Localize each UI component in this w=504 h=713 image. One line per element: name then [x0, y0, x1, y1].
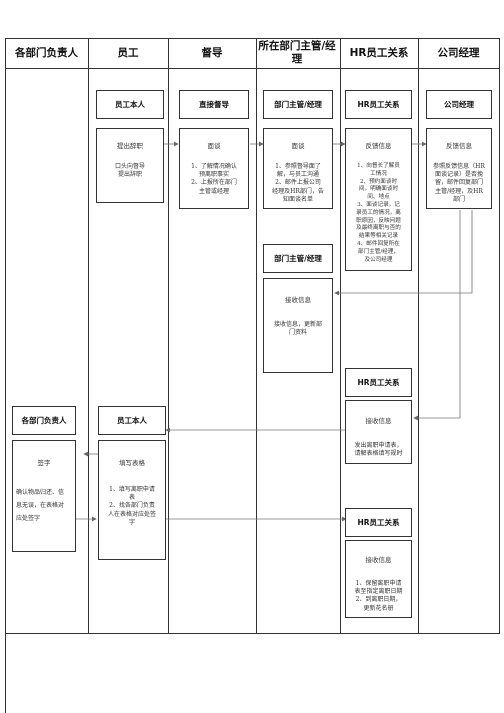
card-employee-fill-form: 员工本人 填写表格 1、填写离职申请 表 2、找各部门负责 人在表格对应处签 字	[98, 406, 166, 561]
card-note: 1、向督长了解员 工情况 2、预约面谈时 间，明确面谈时 间、地点 3、面谈记录…	[345, 159, 412, 271]
card-action-box[interactable]: 面谈	[179, 128, 249, 161]
card-role-title: 员工本人	[96, 90, 164, 119]
lane-divider	[88, 38, 89, 634]
lane-header-hr-relations: HR员工关系	[349, 46, 409, 59]
card-action-box[interactable]: 填写表格	[98, 440, 166, 484]
card-company-feedback: 公司经理 反馈信息 参照反馈信息（HR 面谈记录）是否挽 留，邮件回复部门 主管…	[426, 90, 492, 210]
lane-divider	[340, 38, 341, 634]
card-role-title: 部门主管/经理	[263, 90, 333, 119]
card-role-title: HR员工关系	[345, 508, 412, 537]
card-action-box[interactable]: 接收信息	[345, 540, 412, 578]
card-hr-final: HR员工关系 接收信息 1、保留离职申请 表至指定离职日期 2、到离职日期， 更…	[345, 508, 412, 618]
card-manager-receive: 部门主管/经理 接收信息 接收信息，更新部 门资料	[263, 244, 333, 374]
lane-header-employee: 员工	[117, 46, 139, 59]
lane-divider	[256, 38, 257, 634]
card-action-box[interactable]: 提出辞职	[96, 128, 164, 161]
card-dept-head-sign: 各部门负责人 签字 确认物品归还、信 息无误，在表格对 应处签字	[12, 406, 76, 556]
card-employee-resign: 员工本人 提出辞职 口头向督导 提出辞职	[96, 90, 164, 205]
card-manager-interview: 部门主管/经理 面谈 1、参照督导面了 解，与员工沟通 2、邮件上报公司 经理及…	[263, 90, 333, 210]
arrow-company-to-hr-receive	[413, 210, 461, 421]
card-role-title: 各部门负责人	[12, 406, 76, 435]
card-note: 1、参照督导面了 解，与员工沟通 2、邮件上报公司 经理及HR部门，告 知面谈名…	[263, 159, 333, 209]
card-action-box[interactable]: 接收信息	[345, 400, 412, 440]
card-hr-feedback: HR员工关系 反馈信息 1、向督长了解员 工情况 2、预约面谈时 间，明确面谈时…	[345, 90, 412, 272]
card-role-title: 部门主管/经理	[263, 244, 333, 273]
card-hr-receive: HR员工关系 接收信息 发出离职申请表， 请解表格填写规时	[345, 368, 412, 464]
card-note: 1、了解情况确认 预离职事实 2、上报所在部门 主管或经理	[179, 159, 249, 209]
lane-header-company-manager: 公司经理	[437, 46, 480, 59]
card-action-box[interactable]: 面谈	[263, 128, 333, 161]
card-role-title: 直接督导	[179, 90, 249, 119]
card-action-box[interactable]: 签字	[12, 440, 76, 484]
card-role-title: HR员工关系	[345, 90, 412, 119]
frame-top	[5, 38, 499, 39]
lane-header-dept-manager: 所在部门主管/经理	[258, 40, 336, 65]
card-note: 1、保留离职申请 表至指定离职日期 2、到离职日期， 更新花名册	[345, 576, 412, 618]
card-note: 发出离职申请表， 请解表格填写规时	[345, 438, 412, 464]
card-note: 参照反馈信息（HR 面谈记录）是否挽 留，邮件回复部门 主管/经理，及HR 部门	[426, 159, 492, 209]
card-action-box[interactable]: 反馈信息	[426, 128, 492, 161]
card-note: 口头向督导 提出辞职	[96, 159, 164, 203]
card-role-title: HR员工关系	[345, 368, 412, 397]
card-action-box[interactable]: 接收信息	[263, 278, 333, 319]
card-note: 确认物品归还、信 息无误，在表格对 应处签字	[12, 482, 76, 552]
lane-divider	[168, 38, 169, 634]
card-note: 1、填写离职申请 表 2、找各部门负责 人在表格对应处签 字	[98, 482, 166, 560]
footer-divider	[5, 633, 499, 634]
card-role-title: 公司经理	[426, 90, 492, 119]
frame-right	[499, 38, 500, 634]
lane-header-department-heads: 各部门负责人	[15, 46, 78, 59]
arrow-company-to-manager-receive	[334, 210, 473, 296]
header-divider	[5, 68, 499, 69]
card-action-box[interactable]: 反馈信息	[345, 128, 412, 161]
card-role-title: 员工本人	[98, 406, 166, 435]
frame-left	[5, 38, 6, 713]
card-note: 接收信息，更新部 门资料	[263, 317, 333, 373]
card-supervisor-interview: 直接督导 面谈 1、了解情况确认 预离职事实 2、上报所在部门 主管或经理	[179, 90, 249, 210]
lane-header-supervisor: 督导	[201, 46, 223, 59]
lane-divider	[418, 38, 419, 634]
